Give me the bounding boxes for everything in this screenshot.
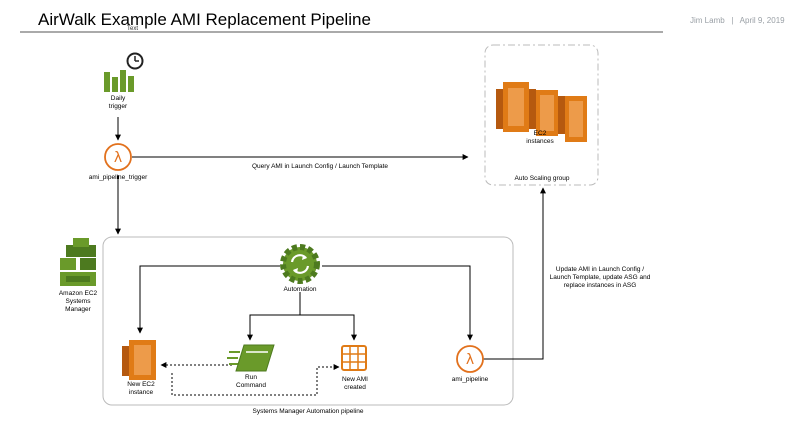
query-ami-label: Query AMI in Launch Config / Launch Temp…: [251, 163, 389, 170]
systems-manager-label: Amazon EC2 Systems Manager: [58, 290, 98, 313]
edge-automation-to-ami-pipeline: [322, 265, 473, 341]
svg-text:λ: λ: [114, 150, 122, 166]
systems-manager-icon: [60, 238, 96, 286]
diagram-date: April 9, 2019: [739, 16, 785, 25]
author-name: Jim Lamb: [690, 16, 725, 25]
ami-pipeline-label: ami_pipeline: [451, 376, 489, 383]
new-ami-created-label: New AMI created: [341, 376, 368, 391]
svg-text:λ: λ: [466, 352, 474, 368]
run-command-label: Run Command: [236, 374, 266, 389]
run-command-icon: [227, 344, 275, 372]
ami-pipeline-trigger-label: ami_pipeline_trigger: [88, 174, 148, 181]
author-date: Jim Lamb | April 9, 2019: [690, 16, 785, 25]
new-ec2-instance-icon: [122, 340, 156, 380]
edge-update-asg: [470, 187, 546, 360]
author-separator: |: [731, 16, 734, 25]
ec2-instances-label: EC2 instances: [526, 130, 554, 145]
edge-automation-to-run-command: [247, 314, 300, 341]
ec2-instances-icon: [496, 82, 587, 142]
daily-trigger-label: Daily trigger: [108, 95, 128, 110]
edge-automation-to-ec2: [137, 265, 280, 334]
lambda-icon: λ: [104, 143, 132, 171]
new-ec2-instance-label: New EC2 instance: [127, 381, 155, 396]
title-tag: Text: [127, 26, 139, 32]
ssm-pipeline-label: Systems Manager Automation pipeline: [252, 408, 364, 415]
ami-pipeline-lambda-icon: λ: [456, 345, 484, 373]
automation-gear-icon: [280, 244, 320, 284]
page-title: AirWalk Example AMI Replacement Pipeline: [38, 10, 371, 29]
auto-scaling-group-box: [484, 44, 599, 186]
auto-scaling-group-label: Auto Scaling group: [514, 175, 570, 182]
automation-label: Automation: [283, 286, 317, 293]
edge-automation-to-new-ami: [300, 314, 357, 341]
ssm-pipeline-box: [102, 236, 514, 406]
update-ami-label: Update AMI in Launch Config / Launch Tem…: [549, 266, 651, 289]
daily-trigger-icon: [104, 52, 144, 92]
new-ami-icon: [341, 345, 367, 371]
